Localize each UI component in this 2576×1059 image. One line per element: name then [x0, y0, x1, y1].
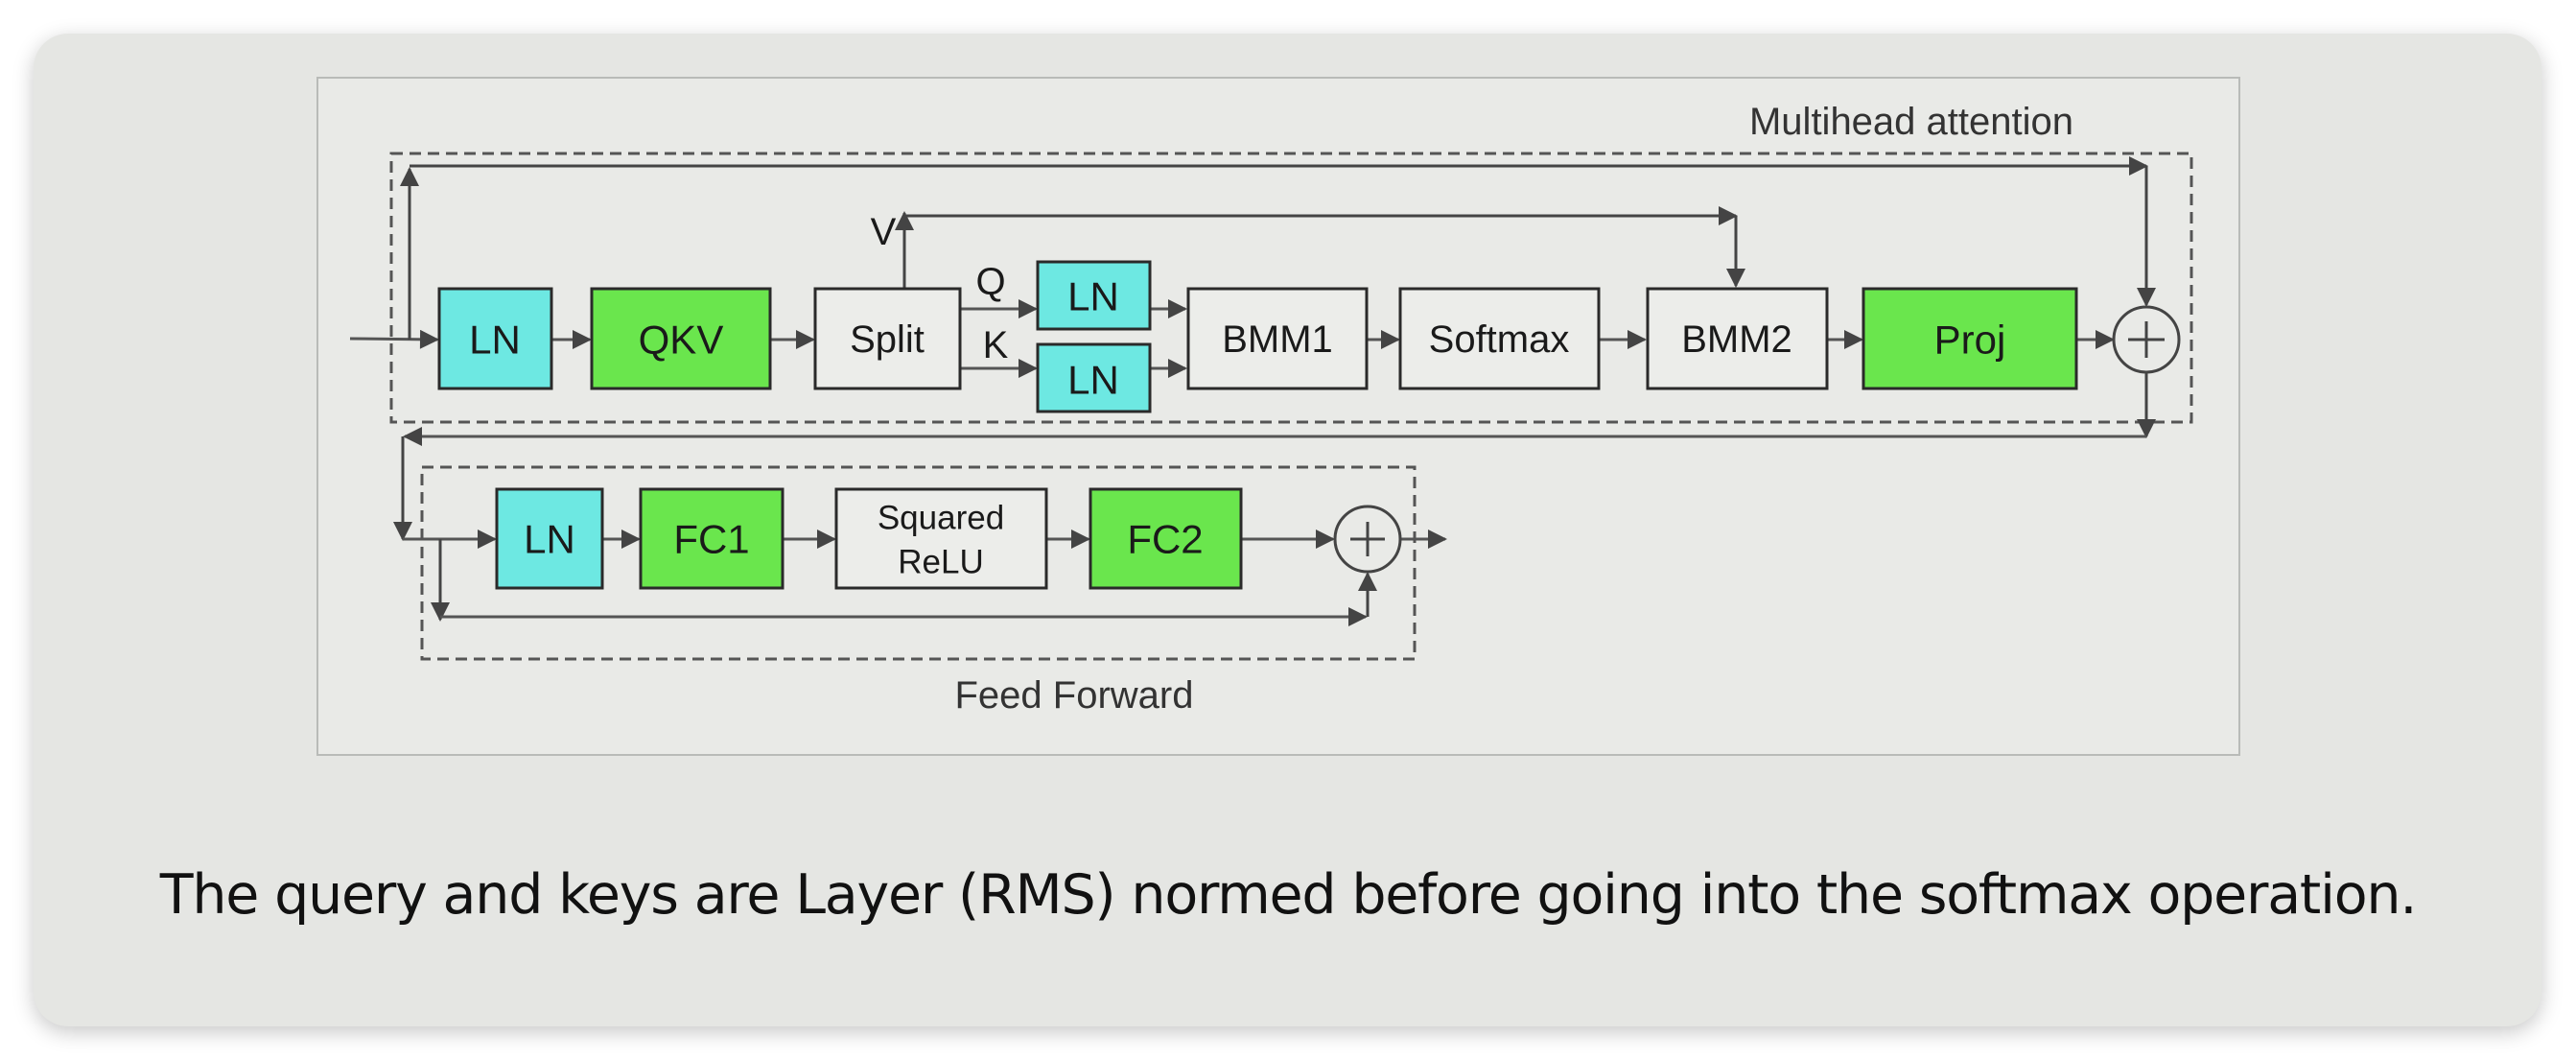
q-ln-label: LN [1067, 274, 1119, 319]
attention-region-label: Multihead attention [1749, 101, 2073, 143]
qkv-label: QKV [639, 318, 724, 363]
diagram-frame [316, 77, 2240, 756]
attention-region [389, 152, 2193, 424]
softmax-label: Softmax [1429, 318, 1570, 361]
ff-add-icon [1333, 505, 1402, 574]
bmm2-block: BMM2 [1646, 287, 1829, 390]
squared-relu-label-line1: Squared [878, 500, 1004, 537]
bmm2-label: BMM2 [1681, 318, 1792, 361]
fc1-label: FC1 [673, 517, 749, 562]
qkv-block: QKV [590, 287, 772, 390]
split-block: Split [813, 287, 962, 390]
k-ln-label: LN [1067, 358, 1119, 403]
q-label: Q [975, 261, 1005, 303]
feed-forward-region [420, 465, 1417, 661]
squared-relu-block: Squared ReLU [834, 487, 1048, 590]
fc2-label: FC2 [1127, 517, 1203, 562]
attention-ln-block: LN [437, 287, 553, 390]
k-ln-block: LN [1036, 342, 1152, 413]
fc1-block: FC1 [639, 487, 785, 590]
split-label: Split [850, 318, 925, 361]
bmm1-block: BMM1 [1186, 287, 1369, 390]
softmax-block: Softmax [1398, 287, 1601, 390]
ff-ln-label: LN [524, 517, 575, 562]
input-arrow [349, 329, 439, 349]
attention-add-icon [2112, 305, 2181, 374]
slide-caption: The query and keys are Layer (RMS) norme… [159, 863, 2418, 927]
v-label: V [871, 211, 897, 253]
k-label: K [983, 324, 1009, 366]
ff-ln-block: LN [495, 487, 604, 590]
fc2-block: FC2 [1089, 487, 1243, 590]
proj-label: Proj [1934, 318, 2006, 363]
q-ln-block: LN [1036, 260, 1152, 331]
bmm1-label: BMM1 [1222, 318, 1333, 361]
feed-forward-region-label: Feed Forward [955, 674, 1194, 717]
proj-block: Proj [1862, 287, 2078, 390]
attention-ln-label: LN [469, 318, 521, 363]
squared-relu-label-line2: ReLU [898, 544, 983, 581]
